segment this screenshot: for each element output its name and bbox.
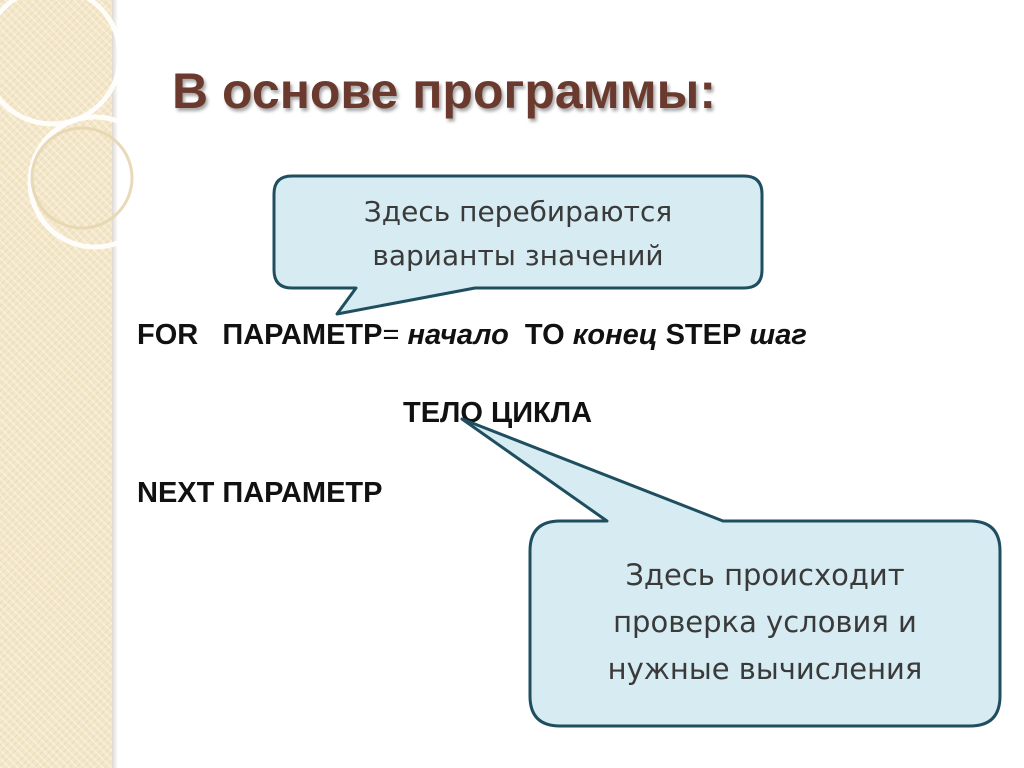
keyword-step: STEP xyxy=(665,319,742,351)
end-value: конец xyxy=(572,319,658,351)
callout-bottom-text: Здесь происходит проверка условия и нужн… xyxy=(532,552,998,693)
equals-sign: = xyxy=(382,319,400,351)
callout-top-line-2: варианты значений xyxy=(372,239,664,272)
keyword-for: FOR xyxy=(137,319,199,351)
code-line-for: FOR ПАРАМЕТР= начало TO конец STEP шаг xyxy=(137,319,807,352)
callout-top-bubble xyxy=(272,174,764,316)
slide-title: В основе программы: xyxy=(172,63,716,119)
callout-top-text: Здесь перебираются варианты значений xyxy=(276,190,760,278)
callout-bottom-line-2: проверка условия и xyxy=(613,605,917,639)
parameter-name: ПАРАМЕТР xyxy=(222,319,383,351)
keyword-to: TO xyxy=(524,319,565,351)
callout-bottom-bubble xyxy=(460,417,1002,728)
callout-bottom-line-3: нужные вычисления xyxy=(607,652,923,686)
step-value: шаг xyxy=(749,319,807,351)
callout-top-line-1: Здесь перебираются xyxy=(363,195,673,228)
code-line-body: ТЕЛО ЦИКЛА xyxy=(403,397,593,429)
decorative-circle-large xyxy=(0,0,123,127)
side-strip-shadow xyxy=(112,0,118,768)
callout-bottom-line-1: Здесь происходит xyxy=(625,558,905,592)
decorative-circle-middle xyxy=(27,114,163,250)
start-value: начало xyxy=(407,319,509,351)
decorative-circles xyxy=(0,0,163,250)
code-line-next: NEXT ПАРАМЕТР xyxy=(137,477,383,509)
decorative-circle-inner xyxy=(30,126,134,230)
